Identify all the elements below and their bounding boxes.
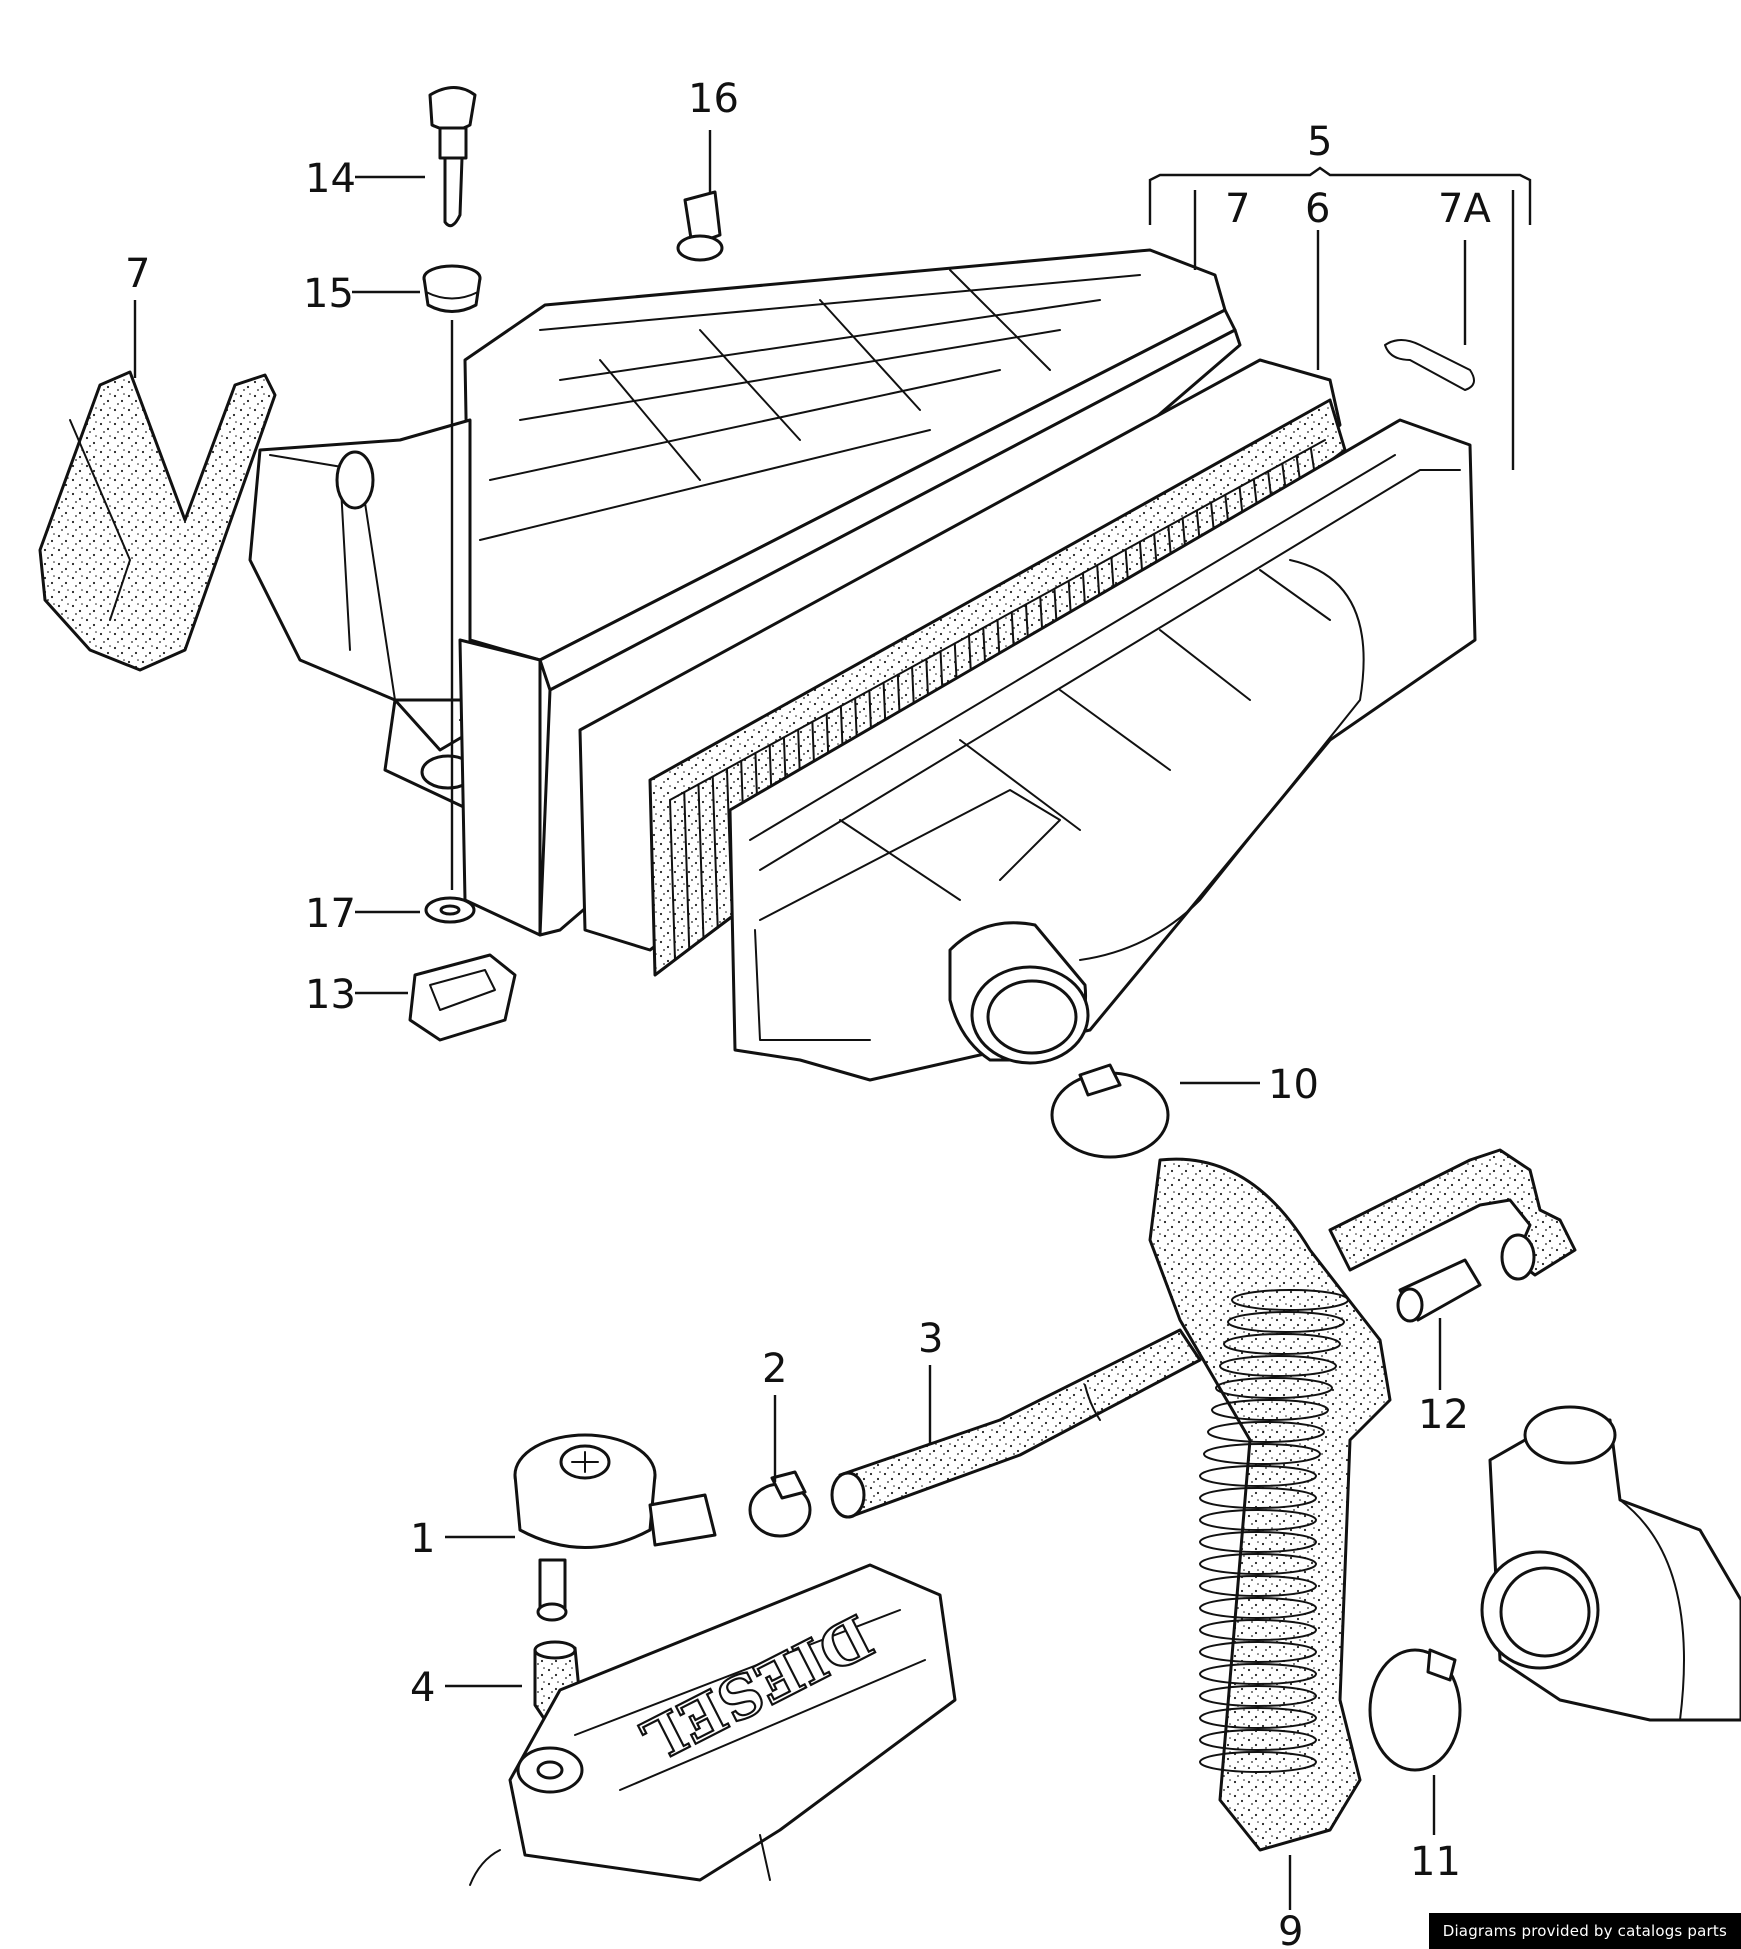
hose-rib (1211, 1399, 1329, 1421)
part-14-fastener (428, 86, 477, 228)
hose-rib (1199, 1619, 1317, 1641)
callout-9: 9 (1278, 1909, 1303, 1949)
callout-2: 2 (762, 1346, 787, 1392)
hose-rib (1199, 1685, 1317, 1707)
part-10-hose-clamp (1050, 1063, 1170, 1159)
callout-17: 17 (305, 891, 356, 937)
filter-pleat (669, 799, 676, 961)
hose-rib (1223, 1333, 1341, 1355)
callout-11: 11 (1410, 1839, 1461, 1885)
part-16-bolt (676, 190, 724, 262)
part-7a-clip (1384, 339, 1475, 391)
hose-rib (1231, 1289, 1349, 1311)
part-3-breather-hose (830, 1328, 1202, 1519)
hose-rib (1199, 1707, 1317, 1729)
callout-3: 3 (918, 1316, 943, 1362)
hose-rib (1227, 1311, 1345, 1333)
breather-hose-upper (1328, 1148, 1577, 1281)
hose-rib (1199, 1509, 1317, 1531)
part-17-washer (424, 896, 476, 924)
filter-pleat (683, 791, 691, 951)
filter-pleat (697, 783, 705, 940)
hose-rib (1199, 1487, 1317, 1509)
hose-ribs (1199, 1289, 1349, 1773)
callouts: 14 15 16 7 5 7 6 7A 17 13 10 3 2 12 1 4 … (125, 76, 1491, 1949)
callout-14: 14 (305, 156, 356, 202)
hose-rib (1199, 1465, 1317, 1487)
part-12-connector (1396, 1258, 1482, 1323)
callout-10: 10 (1268, 1062, 1319, 1108)
hose-rib (1215, 1377, 1333, 1399)
leader-lines (133, 130, 1515, 1910)
callout-7-left: 7 (125, 251, 150, 297)
assembly-5-bracket (1148, 166, 1532, 225)
hose-rib (1203, 1443, 1321, 1465)
hose-rib (1199, 1531, 1317, 1553)
callout-1: 1 (410, 1516, 435, 1562)
part-13-clip (408, 953, 517, 1042)
callout-16: 16 (688, 76, 739, 122)
hose-rib (1219, 1355, 1337, 1377)
hose-rib (1199, 1751, 1317, 1773)
callout-5: 5 (1307, 119, 1332, 165)
hose-rib (1199, 1663, 1317, 1685)
part-2-hose-clamp (748, 1470, 812, 1538)
diagram-credit: Diagrams provided by catalogs parts (1428, 1913, 1741, 1949)
callout-4: 4 (410, 1665, 435, 1711)
callout-15: 15 (303, 271, 354, 317)
part-15-grommet (422, 264, 482, 313)
callout-7a: 7A (1438, 186, 1491, 232)
callout-13: 13 (305, 972, 356, 1018)
hose-rib (1199, 1729, 1317, 1751)
callout-6: 6 (1305, 186, 1330, 232)
hose-rib (1199, 1641, 1317, 1663)
part-7-seal-left (38, 370, 277, 672)
part-1-pressure-valve (513, 1433, 717, 1622)
intake-elbow-right (1480, 1405, 1741, 1722)
callout-12: 12 (1418, 1392, 1469, 1438)
callout-7-top: 7 (1225, 186, 1250, 232)
hose-rib (1199, 1597, 1317, 1619)
hose-rib (1207, 1421, 1325, 1443)
hose-rib (1199, 1575, 1317, 1597)
hose-rib (1199, 1553, 1317, 1575)
part-9-intake-hose (1148, 1157, 1392, 1852)
part-11-hose-clamp (1368, 1648, 1462, 1772)
air-filter-housing-lower (728, 418, 1477, 1082)
filter-pleat (711, 775, 719, 930)
